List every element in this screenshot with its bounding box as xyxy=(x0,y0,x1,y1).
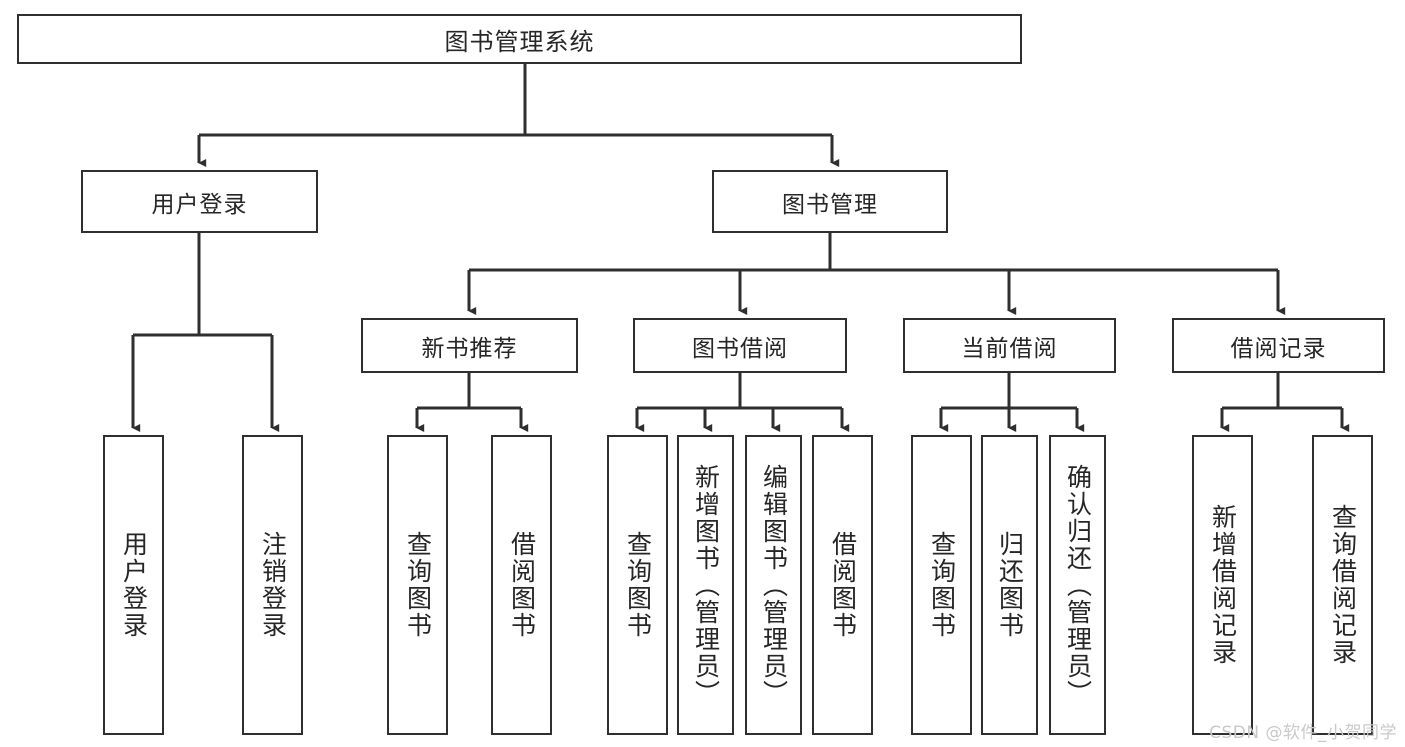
node-label: 用户登录 xyxy=(151,191,248,218)
node-new-book-recommendation[interactable]: 新书推荐 xyxy=(361,318,578,373)
node-label: 归还图书 xyxy=(995,531,1025,639)
node-root-book-management-system[interactable]: 图书管理系统 xyxy=(17,14,1022,64)
leaf-user-login[interactable]: 用户登录 xyxy=(103,435,164,735)
leaf-add-book-admin[interactable]: 新增图书（管理员） xyxy=(677,435,734,735)
watermark-csdn: CSDN @软件_小贺同学 xyxy=(1209,723,1397,743)
node-book-management[interactable]: 图书管理 xyxy=(712,170,948,233)
node-borrow-record[interactable]: 借阅记录 xyxy=(1172,318,1385,373)
leaf-confirm-return-admin[interactable]: 确认归还（管理员） xyxy=(1049,435,1106,735)
node-label: 当前借阅 xyxy=(961,335,1058,362)
leaf-query-book-borrow[interactable]: 查询图书 xyxy=(607,435,668,735)
leaf-borrow-book[interactable]: 借阅图书 xyxy=(812,435,873,735)
node-current-borrow[interactable]: 当前借阅 xyxy=(903,318,1116,373)
leaf-add-borrow-record[interactable]: 新增借阅记录 xyxy=(1192,435,1253,735)
node-label: 图书管理 xyxy=(782,191,878,218)
node-label: 注销登录 xyxy=(258,531,288,639)
leaf-query-book-recommend[interactable]: 查询图书 xyxy=(387,435,448,735)
node-user-login[interactable]: 用户登录 xyxy=(81,170,318,233)
leaf-query-book-current[interactable]: 查询图书 xyxy=(911,435,972,735)
leaf-borrow-book-recommend[interactable]: 借阅图书 xyxy=(491,435,552,735)
node-label: 新增图书（管理员） xyxy=(691,463,721,707)
node-label: 借阅图书 xyxy=(828,531,858,639)
node-label: 新增借阅记录 xyxy=(1208,504,1238,666)
node-label: 借阅图书 xyxy=(507,531,537,639)
node-label: 查询图书 xyxy=(623,531,653,639)
node-label: 确认归还（管理员） xyxy=(1063,463,1093,707)
leaf-logout[interactable]: 注销登录 xyxy=(242,435,303,735)
node-label: 查询图书 xyxy=(927,531,957,639)
leaf-query-borrow-record[interactable]: 查询借阅记录 xyxy=(1312,435,1373,735)
node-label: 借阅记录 xyxy=(1230,335,1327,362)
node-label: 查询图书 xyxy=(403,531,433,639)
node-label: 用户登录 xyxy=(119,531,149,639)
node-label: 编辑图书（管理员） xyxy=(759,463,789,707)
node-label: 查询借阅记录 xyxy=(1328,504,1358,666)
node-label: 新书推荐 xyxy=(421,335,518,362)
node-book-borrow[interactable]: 图书借阅 xyxy=(633,318,847,373)
leaf-edit-book-admin[interactable]: 编辑图书（管理员） xyxy=(745,435,802,735)
node-label: 图书管理系统 xyxy=(444,27,595,56)
node-label: 图书借阅 xyxy=(692,335,788,362)
leaf-return-book[interactable]: 归还图书 xyxy=(981,435,1038,735)
